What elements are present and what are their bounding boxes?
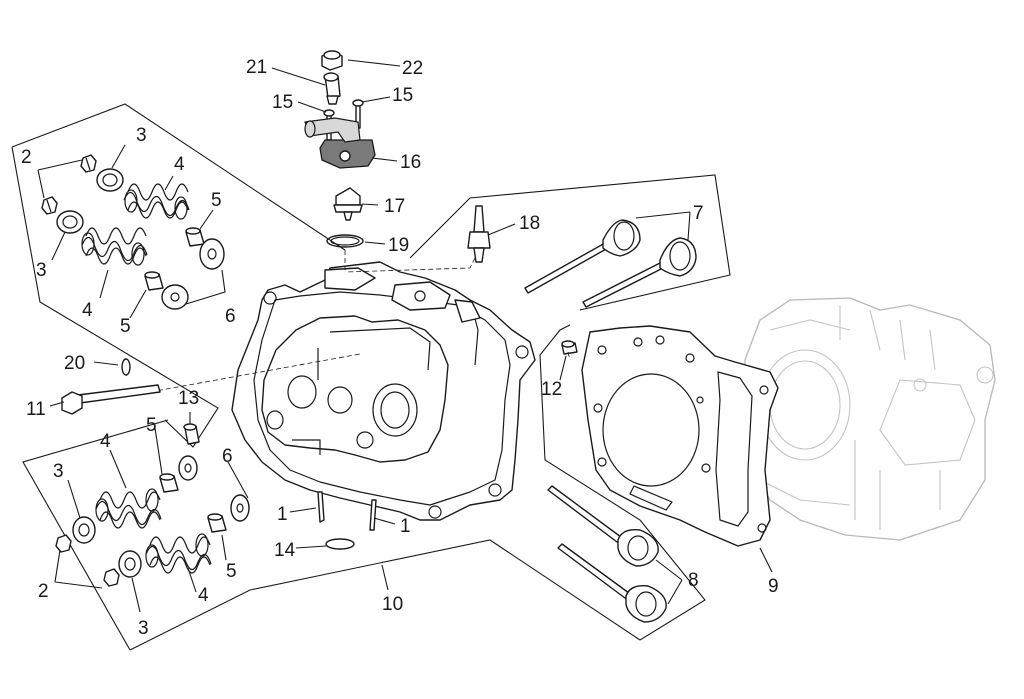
valve — [524, 219, 641, 294]
label-15: 15 — [392, 85, 413, 106]
label-15: 15 — [272, 92, 293, 113]
label-21: 21 — [246, 57, 267, 78]
thermostat-housing-group — [304, 50, 376, 248]
reference-lines — [149, 250, 571, 393]
valve-stem-seal — [207, 513, 227, 533]
o-ring — [325, 538, 355, 550]
valve-stem-seal — [185, 227, 205, 247]
spring-seat-washer — [230, 494, 250, 522]
intake-valves — [524, 219, 697, 308]
valve — [557, 543, 667, 623]
valve — [582, 237, 697, 308]
spring-seat-washer — [199, 238, 225, 270]
valve-collet — [103, 568, 120, 587]
label-17: 17 — [384, 196, 405, 217]
callout-labels: 21 22 15 15 16 17 19 18 7 2 3 4 3 4 5 5 … — [21, 57, 779, 639]
label-20: 20 — [64, 353, 85, 374]
valve-spring — [123, 183, 190, 220]
spring-retainer — [96, 168, 124, 192]
label-2: 2 — [21, 147, 32, 168]
spring-seat-washer — [161, 284, 189, 310]
label-9: 9 — [768, 576, 779, 597]
label-5: 5 — [146, 415, 157, 436]
label-4: 4 — [174, 154, 185, 175]
valve — [547, 485, 659, 567]
label-3: 3 — [36, 260, 47, 281]
group-outlines — [11, 103, 731, 651]
valve-stem-seal — [144, 271, 164, 291]
label-6: 6 — [225, 306, 236, 327]
valve-spring — [81, 227, 148, 266]
temperature-sender — [467, 205, 491, 263]
label-16: 16 — [400, 152, 421, 173]
label-1: 1 — [400, 516, 411, 537]
exhaust-valves — [547, 485, 667, 623]
spring-retainer — [72, 516, 96, 544]
label-6: 6 — [222, 446, 233, 467]
valve-stem-seal — [159, 473, 179, 493]
label-8: 8 — [688, 570, 699, 591]
label-5: 5 — [211, 190, 222, 211]
upper-valve-parts — [41, 154, 225, 310]
label-19: 19 — [388, 235, 409, 256]
label-14: 14 — [274, 540, 296, 561]
spring-retainer — [118, 550, 142, 578]
label-5: 5 — [226, 561, 237, 582]
valve-collet — [41, 196, 58, 215]
label-3: 3 — [136, 125, 147, 146]
label-4: 4 — [100, 431, 111, 452]
label-18: 18 — [519, 213, 540, 234]
label-12: 12 — [541, 379, 562, 400]
head-bolt-parts — [61, 358, 200, 445]
head-bolt — [77, 384, 161, 404]
label-13: 13 — [178, 388, 199, 409]
label-4: 4 — [198, 585, 209, 606]
label-3: 3 — [138, 618, 149, 639]
valve-spring — [95, 488, 162, 529]
label-22: 22 — [402, 58, 423, 79]
label-10: 10 — [382, 594, 403, 615]
spring-seat-washer — [178, 455, 198, 481]
label-5: 5 — [120, 316, 131, 337]
label-7: 7 — [693, 203, 704, 224]
cylinder-head — [231, 261, 536, 531]
o-ring-small — [121, 358, 131, 376]
cylinder-head-gasket — [581, 325, 779, 547]
lower-valve-parts — [55, 455, 250, 587]
cylinder-ghost — [744, 297, 996, 541]
valve-spring — [145, 533, 212, 574]
label-2: 2 — [38, 581, 49, 602]
dowel-pin — [561, 340, 578, 355]
label-4: 4 — [82, 300, 93, 321]
valve-collet — [55, 534, 72, 553]
label-1: 1 — [277, 504, 288, 525]
label-11: 11 — [26, 399, 46, 420]
leader-lines — [37, 59, 773, 613]
label-3: 3 — [53, 461, 64, 482]
valve-collet — [80, 154, 97, 173]
spring-retainer — [56, 210, 84, 234]
